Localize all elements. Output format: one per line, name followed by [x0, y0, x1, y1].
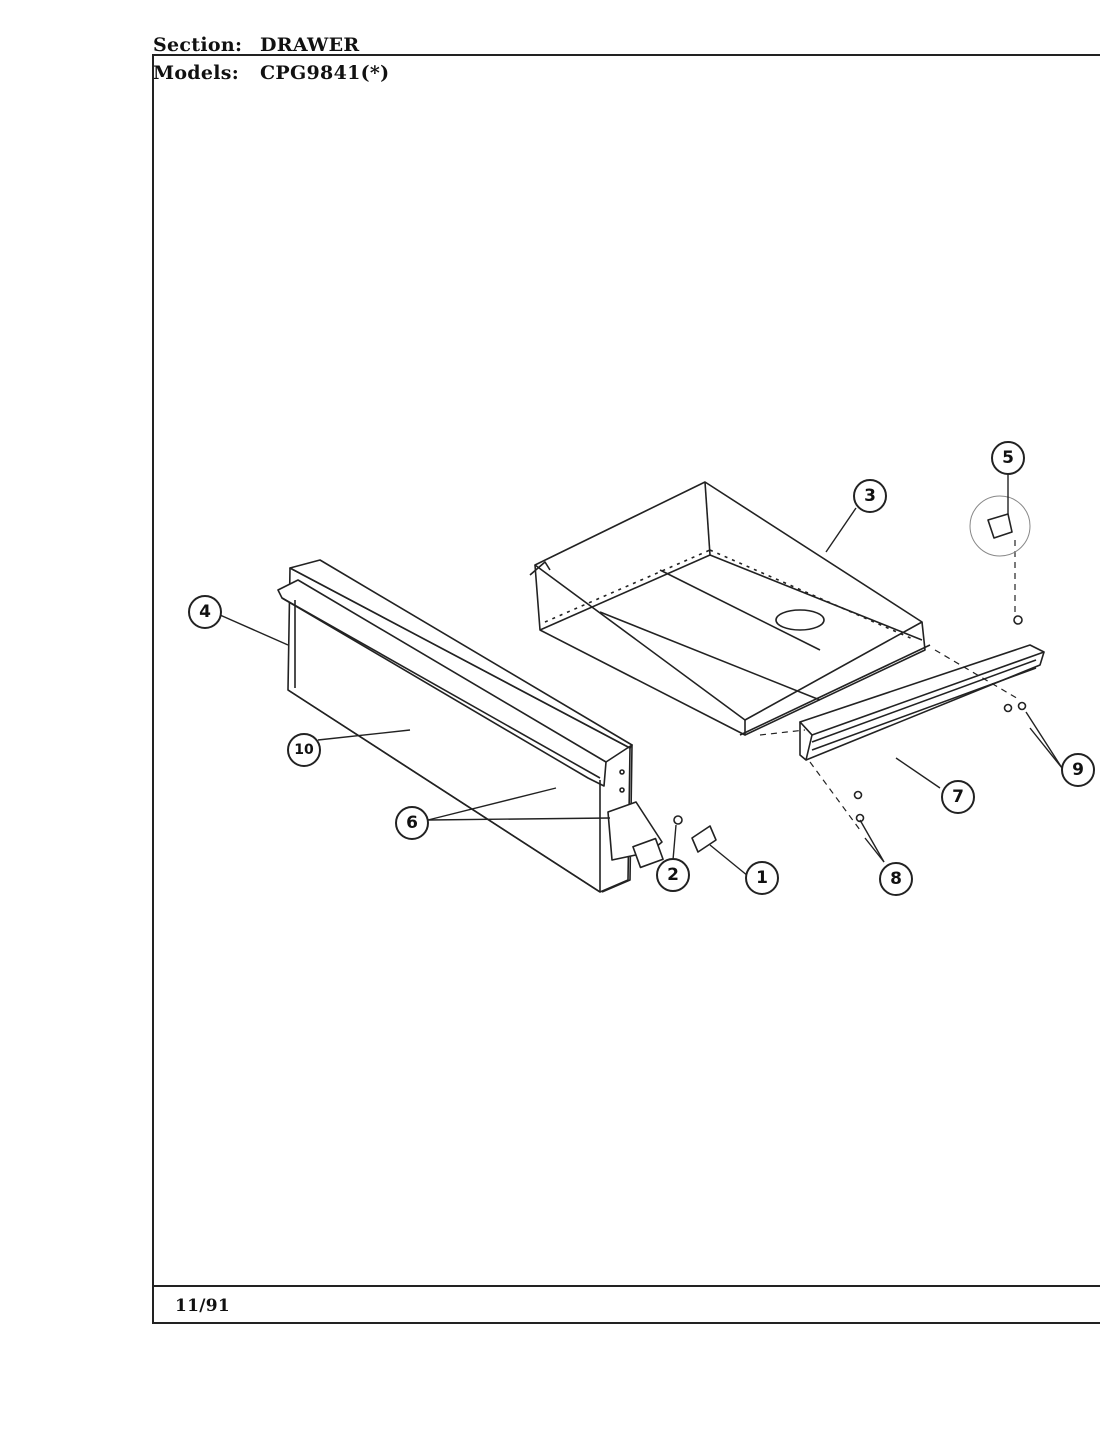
- callout-3: [853, 479, 887, 513]
- callout-label-1: 1: [756, 868, 768, 888]
- callout-label-2: 2: [667, 865, 679, 885]
- leader-lines: [219, 472, 1063, 877]
- callout-7: [941, 780, 975, 814]
- hardware: [673, 495, 1031, 853]
- callout-label-4: 4: [199, 602, 211, 622]
- callout-1: [745, 861, 779, 895]
- page-frame: [152, 54, 1100, 1324]
- callouts: [188, 441, 1095, 896]
- models-value: CPG9841(*): [260, 62, 390, 84]
- callout-10: [287, 733, 321, 767]
- callout-6: [395, 806, 429, 840]
- callout-5: [991, 441, 1025, 475]
- drawer-side-rail: [799, 644, 1045, 761]
- section-value: DRAWER: [260, 34, 360, 56]
- callout-label-3: 3: [864, 486, 876, 506]
- callout-label-10: 10: [294, 742, 314, 758]
- assembly-lines: [759, 540, 1021, 831]
- callout-label-8: 8: [890, 869, 902, 889]
- callout-label-9: 9: [1072, 760, 1084, 780]
- callout-label-7: 7: [952, 787, 964, 807]
- callout-8: [879, 862, 913, 896]
- section-label: Section:: [153, 34, 243, 56]
- callout-label-6: 6: [406, 813, 418, 833]
- models-label: Models:: [153, 62, 240, 84]
- callout-9: [1061, 753, 1095, 787]
- footer-date: 11/91: [175, 1296, 231, 1316]
- callout-4: [188, 595, 222, 629]
- footer-divider: [152, 1285, 1100, 1287]
- drawer-front-panel: [277, 559, 664, 893]
- drawer-body: [529, 481, 931, 736]
- callout-2: [656, 858, 690, 892]
- callout-label-5: 5: [1002, 448, 1014, 468]
